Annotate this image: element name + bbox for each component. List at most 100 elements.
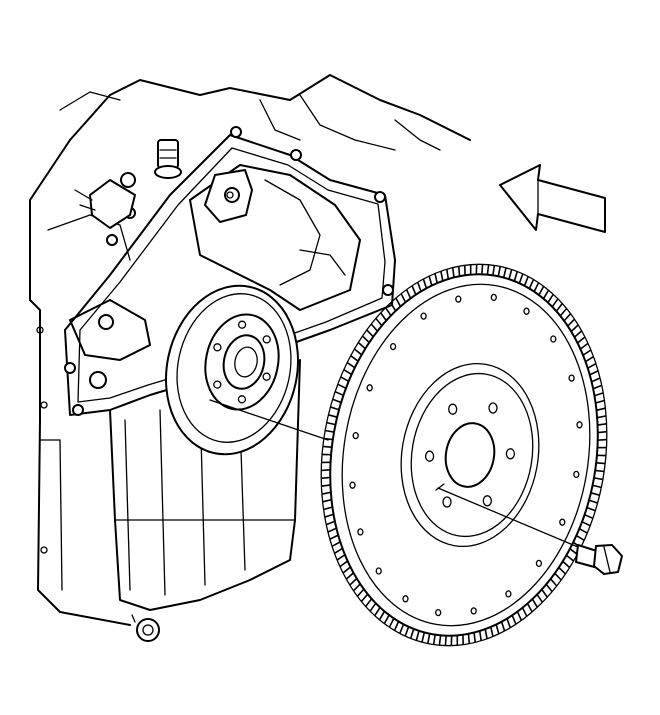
balance-hole (550, 335, 557, 343)
gear-tooth (411, 285, 417, 296)
gear-tooth (415, 630, 420, 641)
gear-tooth (555, 303, 563, 312)
balance-hole (352, 431, 359, 440)
flywheel-bolt-holes (424, 402, 516, 508)
gear-tooth (518, 273, 524, 284)
gear-tooth (513, 271, 519, 282)
gear-tooth (588, 499, 598, 504)
flywheel-bolt-hole (442, 496, 452, 508)
gear-tooth (497, 266, 501, 277)
gear-tooth (366, 329, 374, 338)
gear-tooth (495, 624, 500, 635)
balance-hole (455, 295, 462, 303)
crankshaft-flange (204, 313, 280, 411)
gear-tooth (404, 626, 410, 637)
balance-hole (435, 608, 442, 617)
flywheel-balance-holes (349, 293, 583, 617)
gear-tooth (334, 547, 343, 554)
gear-tooth (563, 313, 572, 322)
gear-tooth (388, 618, 395, 628)
gear-tooth (589, 370, 599, 376)
gear-tooth (342, 566, 351, 574)
flange-bolt-hole (262, 372, 271, 381)
gear-tooth (554, 572, 562, 581)
gear-tooth (559, 307, 568, 317)
balance-hole (402, 595, 409, 603)
flywheel-bolt-hole (505, 448, 516, 460)
gear-tooth (428, 275, 433, 286)
alignment-lines (209, 399, 586, 551)
gear-tooth (516, 611, 523, 621)
balance-hole (535, 559, 543, 568)
gear-tooth (549, 578, 558, 587)
flywheel (320, 263, 608, 647)
gear-tooth (596, 407, 606, 412)
flywheel-bolt-hole (482, 495, 492, 507)
flywheel-bolt-hole (448, 403, 458, 415)
gear-tooth (446, 269, 450, 280)
gear-tooth (578, 527, 588, 534)
gear-tooth (575, 534, 585, 541)
gear-tooth (349, 577, 358, 586)
flywheel-bolt-hole (424, 450, 435, 462)
gear-tooth (585, 356, 594, 363)
gear-tooth (384, 307, 392, 317)
gear-tooth (579, 342, 589, 350)
balance-hole (573, 470, 580, 479)
direction-arrow-icon (499, 164, 606, 233)
gear-tooth (551, 298, 559, 308)
gear-tooth (374, 606, 381, 617)
gear-tooth (526, 603, 533, 613)
gear-tooth (324, 429, 335, 433)
gear-tooth (562, 560, 571, 569)
gear-tooth (597, 438, 607, 441)
flange-bolt-hole (262, 335, 271, 344)
balance-hole (357, 528, 364, 536)
gear-tooth (592, 384, 602, 390)
balance-hole (375, 567, 382, 575)
gear-tooth (597, 430, 607, 434)
gear-tooth (393, 621, 400, 631)
gear-tooth (361, 335, 370, 344)
gear-tooth (375, 317, 383, 327)
gear-tooth (380, 312, 387, 321)
gear-tooth (467, 633, 470, 644)
gear-tooth (591, 377, 601, 383)
gear-tooth (486, 264, 490, 275)
gear-tooth (523, 276, 529, 286)
drain-plug (131, 614, 160, 642)
gear-tooth (343, 369, 353, 376)
gear-tooth (593, 477, 604, 481)
gear-tooth (346, 361, 356, 369)
gear-tooth (565, 554, 575, 562)
sensor-connector (74, 172, 136, 246)
ring-gear-outline (320, 263, 608, 647)
flange-bolt-hole (213, 380, 222, 389)
gear-tooth (321, 491, 331, 495)
gear-tooth (573, 330, 583, 338)
gear-tooth (336, 554, 346, 561)
oil-pressure-sender (154, 139, 182, 179)
gear-tooth (357, 341, 366, 350)
gear-tooth (399, 624, 405, 634)
gear-tooth (597, 415, 607, 419)
balance-hole (349, 481, 356, 489)
gear-tooth (409, 628, 415, 639)
gear-tooth (528, 279, 535, 289)
gear-tooth (324, 513, 334, 518)
gear-tooth (444, 635, 447, 646)
balance-hole (576, 421, 583, 429)
gear-tooth (378, 610, 386, 621)
gear-tooth (545, 583, 553, 593)
gear-tooth (350, 355, 359, 362)
gear-tooth (542, 289, 550, 300)
gear-tooth (352, 583, 361, 592)
gear-tooth (440, 271, 444, 282)
gear-tooth (587, 362, 597, 369)
flange-bolt-hole (213, 343, 222, 352)
gear-tooth (416, 281, 422, 292)
gear-tooth (590, 492, 600, 496)
gear-tooth (584, 513, 594, 520)
